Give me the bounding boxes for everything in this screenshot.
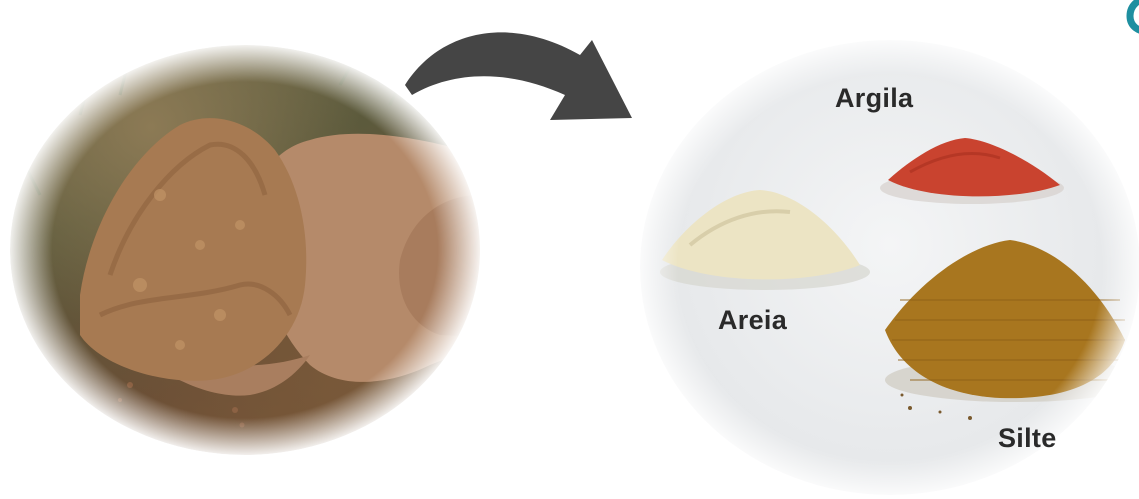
- areia-pile: [662, 190, 860, 279]
- curved-arrow-icon: [400, 0, 670, 130]
- label-silte: Silte: [998, 423, 1057, 454]
- label-areia: Areia: [718, 305, 787, 336]
- argila-pile: [888, 138, 1060, 196]
- corner-decoration-icon: [1124, 0, 1139, 34]
- label-argila: Argila: [835, 83, 913, 114]
